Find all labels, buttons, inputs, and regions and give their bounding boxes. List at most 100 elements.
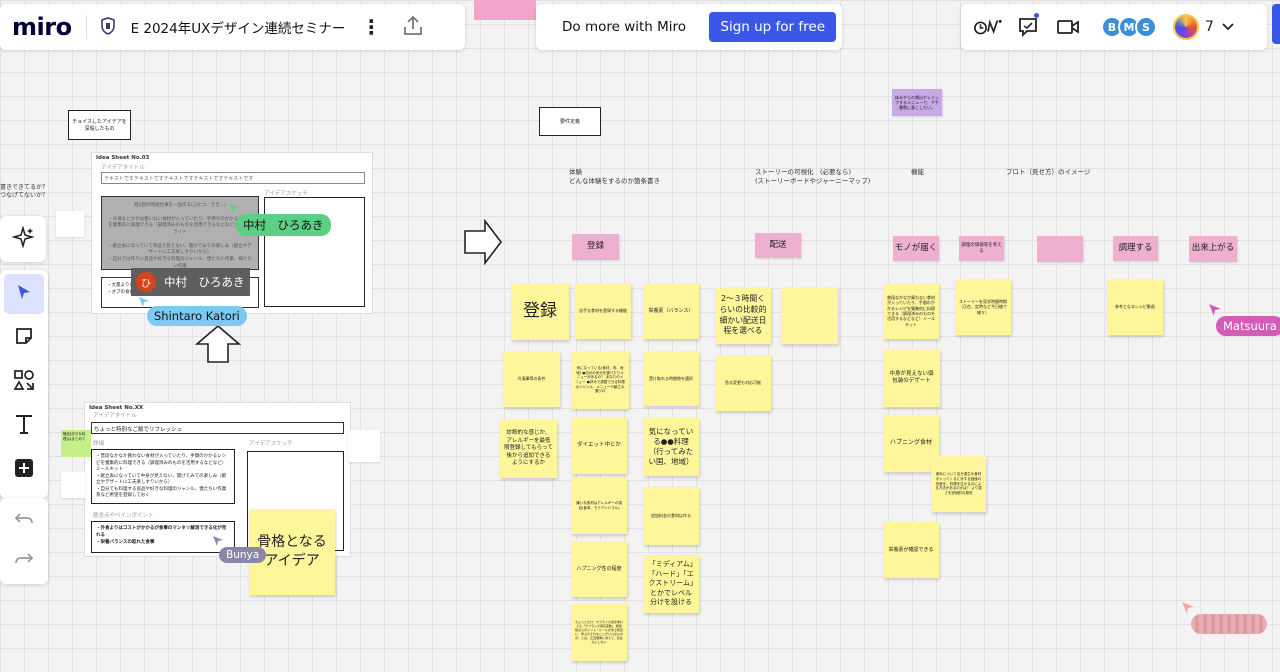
sticky-note[interactable]: 冷凍庫等の条件 (503, 351, 560, 407)
cursor-tag-nakamura: 中村 ひろあき (236, 214, 331, 236)
user-name: 中村 ひろあき (164, 275, 245, 289)
share-button-edge[interactable] (1272, 4, 1280, 44)
share-icon[interactable] (401, 14, 427, 40)
tiny-white-note[interactable] (348, 430, 380, 462)
sheet-title-input[interactable]: ちょっと特別なご飯でリフレッシュ (91, 422, 344, 434)
collaborator-count[interactable]: 7 (1205, 19, 1214, 35)
pink-note-blank[interactable] (1037, 236, 1083, 262)
sticky-note[interactable]: ストーリーを見学時間時期（正在、定時など今日後で様々） (955, 279, 1011, 335)
tiny-green-note[interactable]: 魅品(好きな料理)はまとめて (61, 430, 91, 457)
column-header-function: 機能 (911, 168, 924, 176)
sticky-note[interactable]: ハプニング性の程度 (571, 541, 627, 597)
sheet-subtitle: アイデアタイトル (93, 413, 137, 419)
sticky-note[interactable]: 2〜３時間くらいの比較的細かい配送日程を選べる (715, 287, 771, 344)
sticky-note[interactable]: 苦手な食材を登録する機能 (575, 283, 631, 339)
side-question-text: 書きできてるか？ つなげてないか？ (0, 184, 49, 200)
cursor-arrow-icon (228, 200, 240, 219)
sparkle-icon (11, 225, 35, 252)
sketch-box[interactable] (264, 197, 365, 307)
board-title[interactable]: E 2024年UXデザイン連続セミナー (130, 21, 346, 37)
pink-note-register[interactable]: 登録 (572, 234, 619, 260)
sticky-note[interactable]: 急な変更も対応可能 (715, 355, 771, 411)
column-header-experience: 体験 どんな体験をするのか箇条書き (569, 168, 660, 186)
reactions-icon[interactable] (973, 14, 1003, 40)
sketch-label: アイデアスケッチ (249, 441, 293, 447)
cursor-arrow-icon (1208, 302, 1222, 321)
user-presence-block[interactable]: ひ 中村 ひろあき (131, 268, 250, 296)
more-tools-button[interactable] (4, 450, 44, 490)
sticky-note[interactable]: 参考となるレシピ動画 (1107, 279, 1163, 335)
video-call-icon[interactable] (1053, 14, 1083, 40)
promo-text: Do more with Miro (562, 19, 687, 35)
sticky-note[interactable]: ちょっとだけ、サプライズ感を味わえる「サプライズ満足度数」 簡易版ならポイント・… (571, 603, 627, 661)
label-box-requirements[interactable]: 要件定義 (539, 107, 601, 136)
detail-label: 詳細 (93, 441, 105, 447)
concern-box[interactable]: ・外食よりはコストがかかるが食事のマンネリ解消できる化が見れる ・栄養バランスの… (91, 521, 235, 553)
ai-assist-button[interactable] (0, 216, 46, 262)
avatar-group[interactable]: B M S (1101, 16, 1157, 38)
avatar[interactable]: S (1135, 16, 1157, 38)
more-options-button[interactable]: ⋮ (361, 15, 382, 39)
sticky-note[interactable]: 栄養素が確認できる (883, 522, 939, 578)
sticky-note[interactable]: 中身が見えない個包装のデザート (883, 349, 940, 407)
sticky-note[interactable]: 普段なかなか買わない食材が入っていたり、手間のかかるレシピを獲集的に料理できる（… (883, 283, 939, 339)
pink-note-cook[interactable]: 調理する (1113, 236, 1158, 261)
detail-box[interactable]: ・普段なかなか買わない食材が入っていたり、手間のかかるレシピを獲集的に料理できる… (91, 449, 235, 504)
undo-button[interactable] (4, 502, 44, 538)
cursor-tag-blurred (1191, 614, 1267, 634)
sticky-note-icon (14, 326, 34, 350)
arrow-right-shape[interactable] (463, 218, 503, 269)
pink-note-think[interactable]: 調理の価値等を考える (959, 236, 1004, 261)
sticky-note[interactable] (781, 287, 838, 344)
pink-note-offscreen[interactable] (474, 0, 536, 20)
sticky-note[interactable]: 追加料金の食材は作る (643, 487, 699, 545)
pink-note-delivery[interactable]: 配送 (755, 233, 801, 258)
cursor-tag-katori: Shintaro Katori (147, 306, 247, 326)
sticky-note-tool[interactable] (4, 318, 44, 358)
main-toolbar (0, 270, 48, 498)
sticky-note[interactable]: 気になっている●●料理（行ってみたい国、地域） (643, 418, 699, 476)
shapes-tool[interactable] (4, 362, 44, 402)
sticky-note[interactable]: ハプニング食材 (883, 415, 939, 472)
sticky-note[interactable]: 登録 (511, 283, 569, 340)
shapes-icon (13, 369, 35, 395)
shield-icon[interactable] (100, 17, 119, 37)
cursor-arrow-icon (1181, 600, 1195, 619)
column-header-prototype: プロト（見せ方）のイメージ (1006, 168, 1091, 176)
sketch-label: アイデアスケッチ (264, 191, 308, 197)
user-avatar-icon[interactable] (1173, 14, 1199, 40)
sticky-note[interactable]: 診断的な感じか、アレルギーを最低限登録してもらって後から追加できるようにするか (500, 420, 557, 478)
text-tool[interactable] (4, 406, 44, 446)
comment-icon[interactable] (1013, 13, 1043, 40)
notification-dot (1034, 13, 1039, 18)
sheet-title: Idea Sheet No.XX (89, 405, 144, 411)
sticky-note[interactable]: 受け取れる時間帯を選択 (643, 351, 699, 406)
sheet-subtitle: アイデアタイトル (101, 165, 145, 171)
side-white-note[interactable] (56, 211, 84, 237)
undo-icon (14, 511, 34, 530)
pink-note-arrive[interactable]: モノが届く (893, 236, 939, 261)
sheet-title-input[interactable]: テキストですテキストですテキストですテキストですテキストです (101, 172, 365, 184)
select-tool[interactable] (4, 274, 44, 314)
concern-label: 懸念点やペインポイント (93, 513, 154, 519)
tiny-white-note[interactable] (61, 472, 85, 498)
history-toolbar (0, 498, 48, 584)
sticky-note[interactable]: 気になっている(食材、肉、地域) ●自分の気分を選べたりメニューがあるの？ あな… (571, 351, 629, 409)
redo-button[interactable] (4, 542, 44, 578)
sticky-note[interactable]: 食料について自分達生ゆ食材が入ってくるに対する価値の形度を、料理を生かるのによる… (931, 456, 986, 512)
miro-logo[interactable]: miro (12, 13, 72, 41)
redo-icon (14, 551, 34, 570)
sticky-note[interactable]: 栄養素（バランス） (643, 283, 699, 339)
text-icon (14, 413, 34, 439)
sign-up-button[interactable]: Sign up for free (709, 12, 836, 42)
sticky-note[interactable]: 「ミディアム」「ハード」「エクストリーム」とかでレベル分けを設ける (643, 555, 699, 613)
label-box-choice[interactable]: チョイスしたアイデアを 深堀したもの (68, 110, 131, 140)
chevron-down-icon[interactable] (1222, 23, 1234, 31)
sticky-note[interactable]: 嫌いな食材はアレルギーの項目(食卓、モクアンドマル) (571, 478, 627, 534)
cursor-icon (15, 283, 33, 305)
purple-note[interactable]: 体みやらの頻出やレリックするメニューで、ア手書数に基こしたい。 (892, 89, 942, 116)
arrow-up-shape[interactable] (194, 324, 242, 368)
top-left-panel: miro E 2024年UXデザイン連続セミナー ⋮ (0, 4, 465, 50)
pink-note-done[interactable]: 出来上がる (1189, 236, 1237, 262)
sticky-note[interactable]: ダイエット中とか (571, 417, 627, 474)
